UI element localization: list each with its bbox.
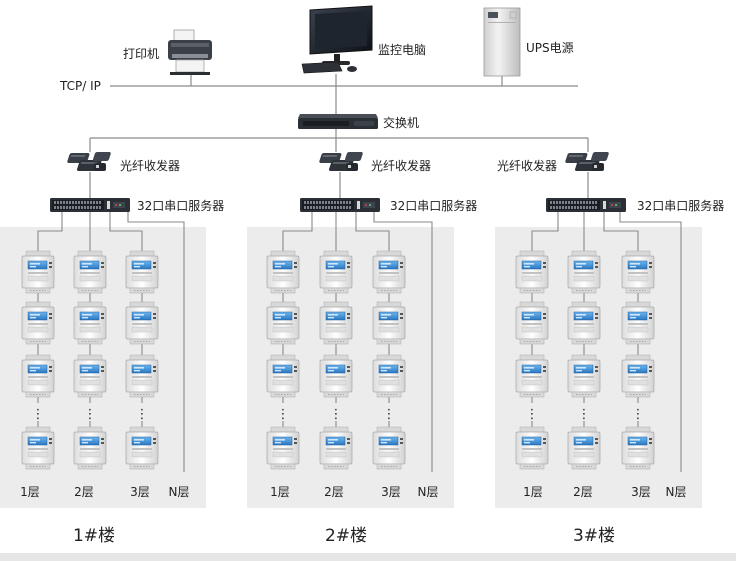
building-3-ellipsis: ⋮ [632, 407, 645, 422]
meter-icon [621, 354, 655, 398]
building-2-bus-lines [282, 212, 433, 472]
meter-icon [515, 301, 549, 345]
building-3-server-label: 32口串口服务器 [637, 198, 724, 213]
building-2-ellipsis: ⋮ [330, 407, 343, 422]
building-2-server-label: 32口串口服务器 [390, 198, 477, 213]
building-2: 光纤收发器 32口串口服务器 ⋮ ⋮ ⋮ 1层 2层 3层 [247, 152, 477, 546]
meter-icon [621, 426, 655, 470]
switch-icon [298, 114, 378, 129]
building-3-ellipsis: ⋮ [526, 407, 539, 422]
building-2-transceiver-icon [318, 152, 364, 171]
meter-icon [73, 354, 107, 398]
meter-icon [515, 354, 549, 398]
building-3-bus-lines [531, 212, 682, 472]
network-backbone [89, 74, 589, 152]
building-2-name: 2#楼 [325, 526, 367, 546]
building-1-transceiver-icon [66, 152, 112, 171]
building-3-transceiver-label: 光纤收发器 [497, 158, 557, 173]
printer-label: 打印机 [123, 47, 159, 61]
meter-icon [515, 250, 549, 294]
meter-icon [73, 301, 107, 345]
meter-icon [125, 354, 159, 398]
meter-icon [73, 250, 107, 294]
meter-icon [125, 426, 159, 470]
meter-icon [319, 354, 353, 398]
ups-label: UPS电源 [526, 41, 574, 55]
meter-icon [266, 426, 300, 470]
meter-icon [372, 301, 406, 345]
building-1-transceiver-label: 光纤收发器 [120, 158, 180, 173]
building-1: 光纤收发器 32口串口服务器 ⋮ ⋮ ⋮ 1层 2层 3层 [0, 152, 224, 546]
meter-icon [567, 426, 601, 470]
monitor-icon [301, 5, 373, 74]
meter-icon [372, 354, 406, 398]
building-2-ellipsis: ⋮ [277, 407, 290, 422]
building-2-floor-2-label: 2层 [324, 485, 344, 499]
building-3-floor-3-label: 3层 [631, 485, 651, 499]
meter-icon [125, 250, 159, 294]
meter-icon [567, 250, 601, 294]
building-2-serial-server-icon [300, 198, 380, 212]
building-3-floor-2-label: 2层 [573, 485, 593, 499]
meter-icon [266, 354, 300, 398]
meter-icon [319, 301, 353, 345]
building-1-floor-3-label: 3层 [130, 485, 150, 499]
tcp-ip-label: TCP/ IP [59, 79, 101, 93]
building-3-serial-server-icon [546, 198, 626, 212]
meter-icon [567, 301, 601, 345]
meter-icon [125, 301, 159, 345]
meter-icon [319, 250, 353, 294]
building-1-ellipsis: ⋮ [136, 407, 149, 422]
building-1-ellipsis: ⋮ [84, 407, 97, 422]
meter-icon [515, 426, 549, 470]
building-3-ellipsis: ⋮ [578, 407, 591, 422]
building-2-floor-n-label: N层 [418, 485, 439, 499]
printer-icon [168, 29, 212, 75]
monitor-label: 监控电脑 [378, 43, 426, 57]
building-1-bus-lines [37, 212, 185, 472]
meter-icon [73, 426, 107, 470]
building-3-name: 3#楼 [573, 526, 615, 546]
building-3-floor-1-label: 1层 [523, 485, 543, 499]
meter-icon [266, 301, 300, 345]
meter-icon [567, 354, 601, 398]
meter-icon [372, 426, 406, 470]
building-1-floor-1-label: 1层 [20, 485, 40, 499]
ups-icon [483, 7, 521, 77]
building-1-ellipsis: ⋮ [32, 407, 45, 422]
meter-icon [21, 426, 55, 470]
switch-label: 交换机 [383, 115, 419, 130]
meter-icon [319, 426, 353, 470]
meter-icon [21, 301, 55, 345]
meter-icon [372, 250, 406, 294]
building-3-transceiver-icon [564, 152, 610, 171]
meter-icon [621, 250, 655, 294]
building-1-floor-n-label: N层 [169, 485, 190, 499]
building-1-floor-2-label: 2层 [74, 485, 94, 499]
footer-strip [0, 553, 736, 561]
building-2-floor-3-label: 3层 [381, 485, 401, 499]
meter-icon [621, 301, 655, 345]
meter-icon [21, 354, 55, 398]
building-1-serial-server-icon [50, 198, 130, 212]
meter-icon [21, 250, 55, 294]
building-3-floor-n-label: N层 [666, 485, 687, 499]
building-2-floor-1-label: 1层 [270, 485, 290, 499]
building-1-name: 1#楼 [73, 526, 115, 546]
building-1-server-label: 32口串口服务器 [137, 198, 224, 213]
building-2-ellipsis: ⋮ [383, 407, 396, 422]
meter-icon [266, 250, 300, 294]
building-2-transceiver-label: 光纤收发器 [371, 158, 431, 173]
building-3: 光纤收发器 32口串口服务器 ⋮ ⋮ ⋮ 1层 2层 3层 [495, 152, 724, 546]
